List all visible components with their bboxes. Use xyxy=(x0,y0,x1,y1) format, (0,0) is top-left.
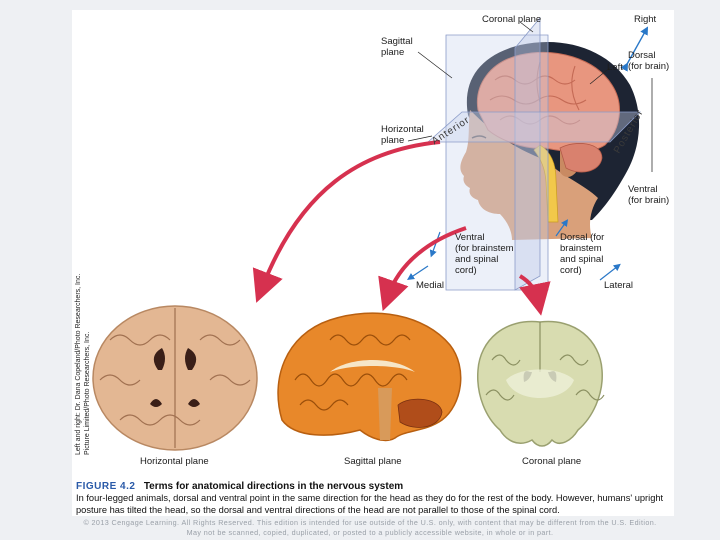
sagittal-section-photo xyxy=(277,312,462,442)
horizontal-section-photo xyxy=(92,305,258,451)
face-shape xyxy=(460,110,598,240)
sagittal-photo-label: Sagittal plane xyxy=(344,456,402,467)
coronal-photo-label: Coronal plane xyxy=(522,456,582,467)
coronal-section-folds xyxy=(485,322,605,401)
coronal-plane-label: Coronal plane xyxy=(482,14,542,25)
copyright-footer: © 2013 Cengage Learning. All Rights Rese… xyxy=(83,518,657,537)
dorsal-brain-label: Dorsal (for brain) xyxy=(628,50,670,72)
sagittal-leader xyxy=(417,51,453,79)
horizontal-ventricles xyxy=(150,348,200,407)
sagittal-plane-label: Sagittal plane xyxy=(381,36,413,58)
horizontal-plane-label: Horizontal plane xyxy=(381,124,424,146)
figure-caption-body: In four-legged animals, dorsal and ventr… xyxy=(76,493,664,515)
direction-arrows xyxy=(407,26,653,281)
right-label: Right xyxy=(634,14,657,25)
lateral-arrow xyxy=(599,263,621,281)
coronal-plane-shape xyxy=(514,16,541,291)
sagittal-brainstem xyxy=(378,388,392,440)
sagittal-cerebellum xyxy=(397,398,443,428)
corpus-callosum xyxy=(330,360,415,372)
ventral-brain-label: Ventral (for brain) xyxy=(628,184,670,206)
coronal-leader xyxy=(519,21,534,33)
arrow-to-sagittal-section xyxy=(378,226,467,312)
figure-caption-heading: FIGURE 4.2 Terms for anatomical directio… xyxy=(76,481,403,492)
arrow-to-horizontal-section xyxy=(252,140,441,303)
figure-title: Terms for anatomical directions in the n… xyxy=(143,481,404,492)
left-label: Left xyxy=(607,62,623,73)
photo-credit: Left and right: Dr. Dana Copeland/Photo … xyxy=(75,274,91,455)
medial-label: Medial xyxy=(416,280,444,291)
horizontal-leader xyxy=(407,135,433,142)
head-illustration xyxy=(460,41,640,240)
medial-arrow xyxy=(407,265,429,280)
dorsal-brainstem-label: Dorsal (for brainstem and spinal cord) xyxy=(560,232,605,276)
lateral-label: Lateral xyxy=(604,280,634,291)
left-right-arrow xyxy=(620,26,649,72)
figure-number: FIGURE 4.2 xyxy=(76,481,136,492)
horizontal-plane-shape xyxy=(426,111,641,143)
horizontal-photo-label: Horizontal plane xyxy=(140,456,209,467)
coronal-section-photo xyxy=(477,320,605,447)
horizontal-section-folds xyxy=(99,308,251,448)
arrow-to-coronal-section xyxy=(518,274,551,316)
posterior-leader xyxy=(589,65,613,85)
dorsal-brainstem-arrow xyxy=(555,219,569,237)
ventral-brainstem-label: Ventral (for brainstem and spinal cord) xyxy=(455,232,514,276)
sagittal-section-folds xyxy=(294,334,411,411)
coronal-white-matter xyxy=(506,369,574,398)
eye xyxy=(471,135,487,139)
cerebellum xyxy=(559,143,603,173)
